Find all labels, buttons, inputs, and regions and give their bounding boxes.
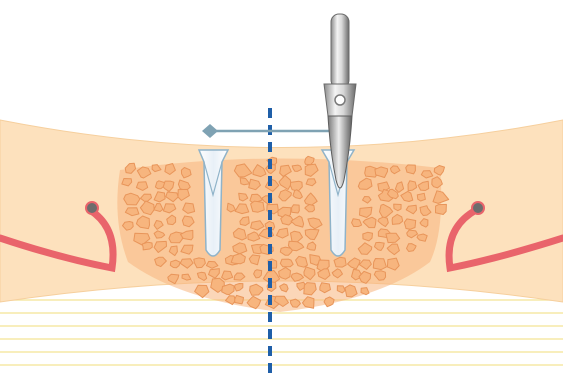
instrument-eye [335, 95, 345, 105]
graft-particle [254, 270, 262, 278]
graft-particle [417, 193, 425, 201]
graft-particle [373, 259, 386, 270]
graft-particle [280, 259, 293, 267]
graft-particle [406, 165, 416, 174]
graft-particle [436, 204, 447, 214]
graft-particle [404, 219, 415, 229]
measurement-arrow-head [202, 124, 218, 138]
graft-particle [251, 201, 265, 212]
nerve-right-end [472, 202, 484, 214]
graft-particle [292, 205, 300, 213]
graft-particle [324, 297, 334, 307]
graft-particle [142, 242, 152, 250]
graft-particle [169, 232, 183, 243]
bone-graft-particles [117, 156, 448, 312]
instrument-handle [331, 14, 349, 88]
measurement-arrow [202, 124, 330, 138]
graft-particle [363, 232, 373, 241]
nerve-left-end [86, 202, 98, 214]
graft-particle [235, 295, 244, 304]
